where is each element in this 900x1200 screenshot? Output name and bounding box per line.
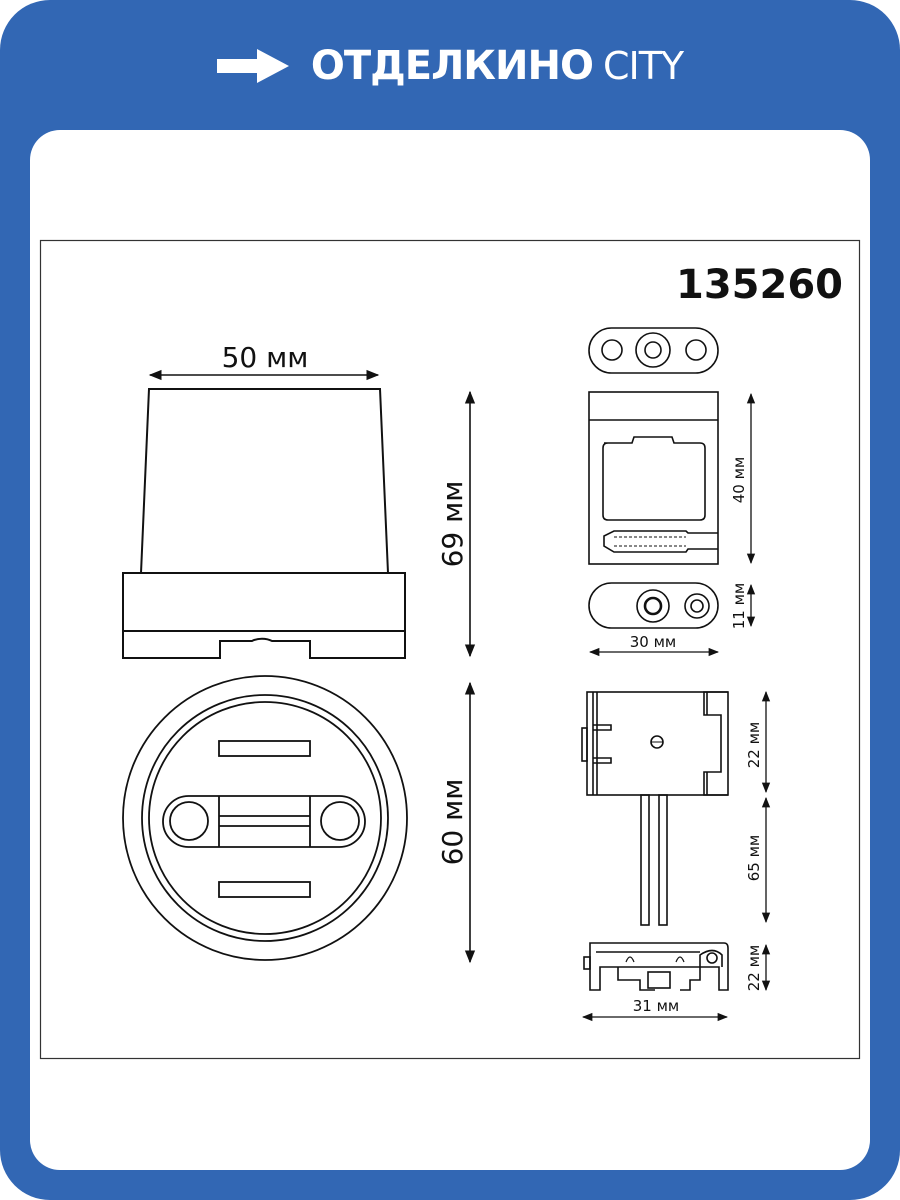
drawing-frame xyxy=(39,239,861,1060)
sensor-bottom-view xyxy=(122,675,408,961)
connector-side-view xyxy=(583,942,729,991)
dim-clip-width: 30 мм xyxy=(630,633,677,651)
dim-clip-depth: 11 мм xyxy=(730,583,748,630)
clip-top-view xyxy=(588,327,719,374)
brand-suffix: CITY xyxy=(602,44,684,88)
connector-front-view xyxy=(581,691,729,796)
dim-connector-height: 22 мм xyxy=(745,722,763,769)
dim-wire-length: 65 мм xyxy=(745,835,763,882)
sensor-side-view xyxy=(122,388,406,659)
clip-front-view xyxy=(588,391,719,565)
dim-height-side: 69 мм xyxy=(436,481,469,568)
article-number: 135260 xyxy=(676,262,843,308)
dim-diameter-bottom: 60 мм xyxy=(436,779,469,866)
arrow-right-icon xyxy=(216,49,289,83)
content-panel xyxy=(30,130,870,1170)
dim-clip-height: 40 мм xyxy=(730,457,748,504)
wires xyxy=(640,794,668,926)
dim-connector-width: 31 мм xyxy=(633,997,680,1015)
clip-bottom-view xyxy=(588,582,719,629)
brand-header: ОТДЕЛКИНО CITY xyxy=(0,30,900,102)
dim-connector-side-height: 22 мм xyxy=(745,945,763,992)
brand-name: ОТДЕЛКИНО xyxy=(310,43,594,89)
dim-width-top: 50 мм xyxy=(222,341,309,374)
